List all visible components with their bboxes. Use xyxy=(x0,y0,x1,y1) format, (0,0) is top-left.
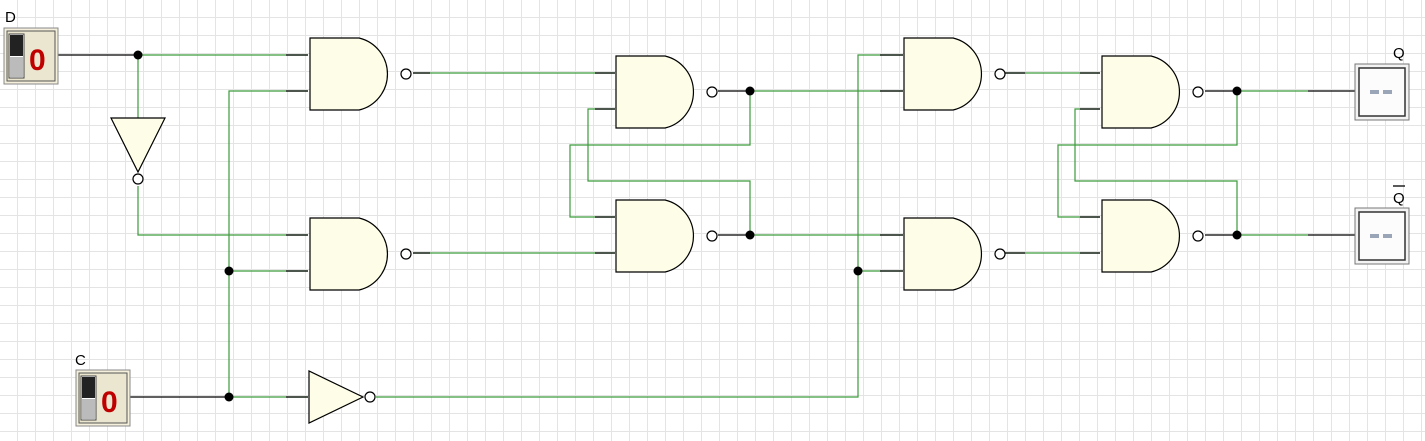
wire-c-bus xyxy=(228,90,308,397)
pin-stubs xyxy=(58,54,1355,398)
not-gate-c[interactable] xyxy=(308,370,376,424)
input-switch-c[interactable]: 0 xyxy=(75,369,131,427)
nand-gate-6[interactable] xyxy=(903,217,1006,291)
input-label-d: D xyxy=(5,9,16,26)
nand-gate-3[interactable] xyxy=(615,55,718,129)
nand-gate-7[interactable] xyxy=(1101,55,1204,129)
not-gate-d[interactable] xyxy=(110,117,166,185)
nand-gate-4[interactable] xyxy=(615,199,718,273)
output-label-q-bar: Q xyxy=(1393,190,1405,207)
output-probe-q[interactable] xyxy=(1354,63,1410,121)
output-probe-q-bar[interactable] xyxy=(1354,207,1410,265)
nand-gate-2[interactable] xyxy=(309,217,412,291)
switch-c-value: 0 xyxy=(101,386,118,419)
wire-master-feedback-1 xyxy=(569,91,751,218)
wire-notd-to-nand2 xyxy=(137,186,308,236)
nand-gate-1[interactable] xyxy=(309,37,412,111)
switch-d-value: 0 xyxy=(29,44,46,77)
nand-gate-8[interactable] xyxy=(1101,199,1204,273)
wire-slave-feedback-1 xyxy=(1057,91,1238,218)
output-label-q: Q xyxy=(1393,45,1405,62)
input-switch-d[interactable]: 0 xyxy=(3,27,59,85)
nand-gate-5[interactable] xyxy=(903,37,1006,111)
input-label-c: C xyxy=(75,352,86,369)
junctions xyxy=(133,50,1242,402)
